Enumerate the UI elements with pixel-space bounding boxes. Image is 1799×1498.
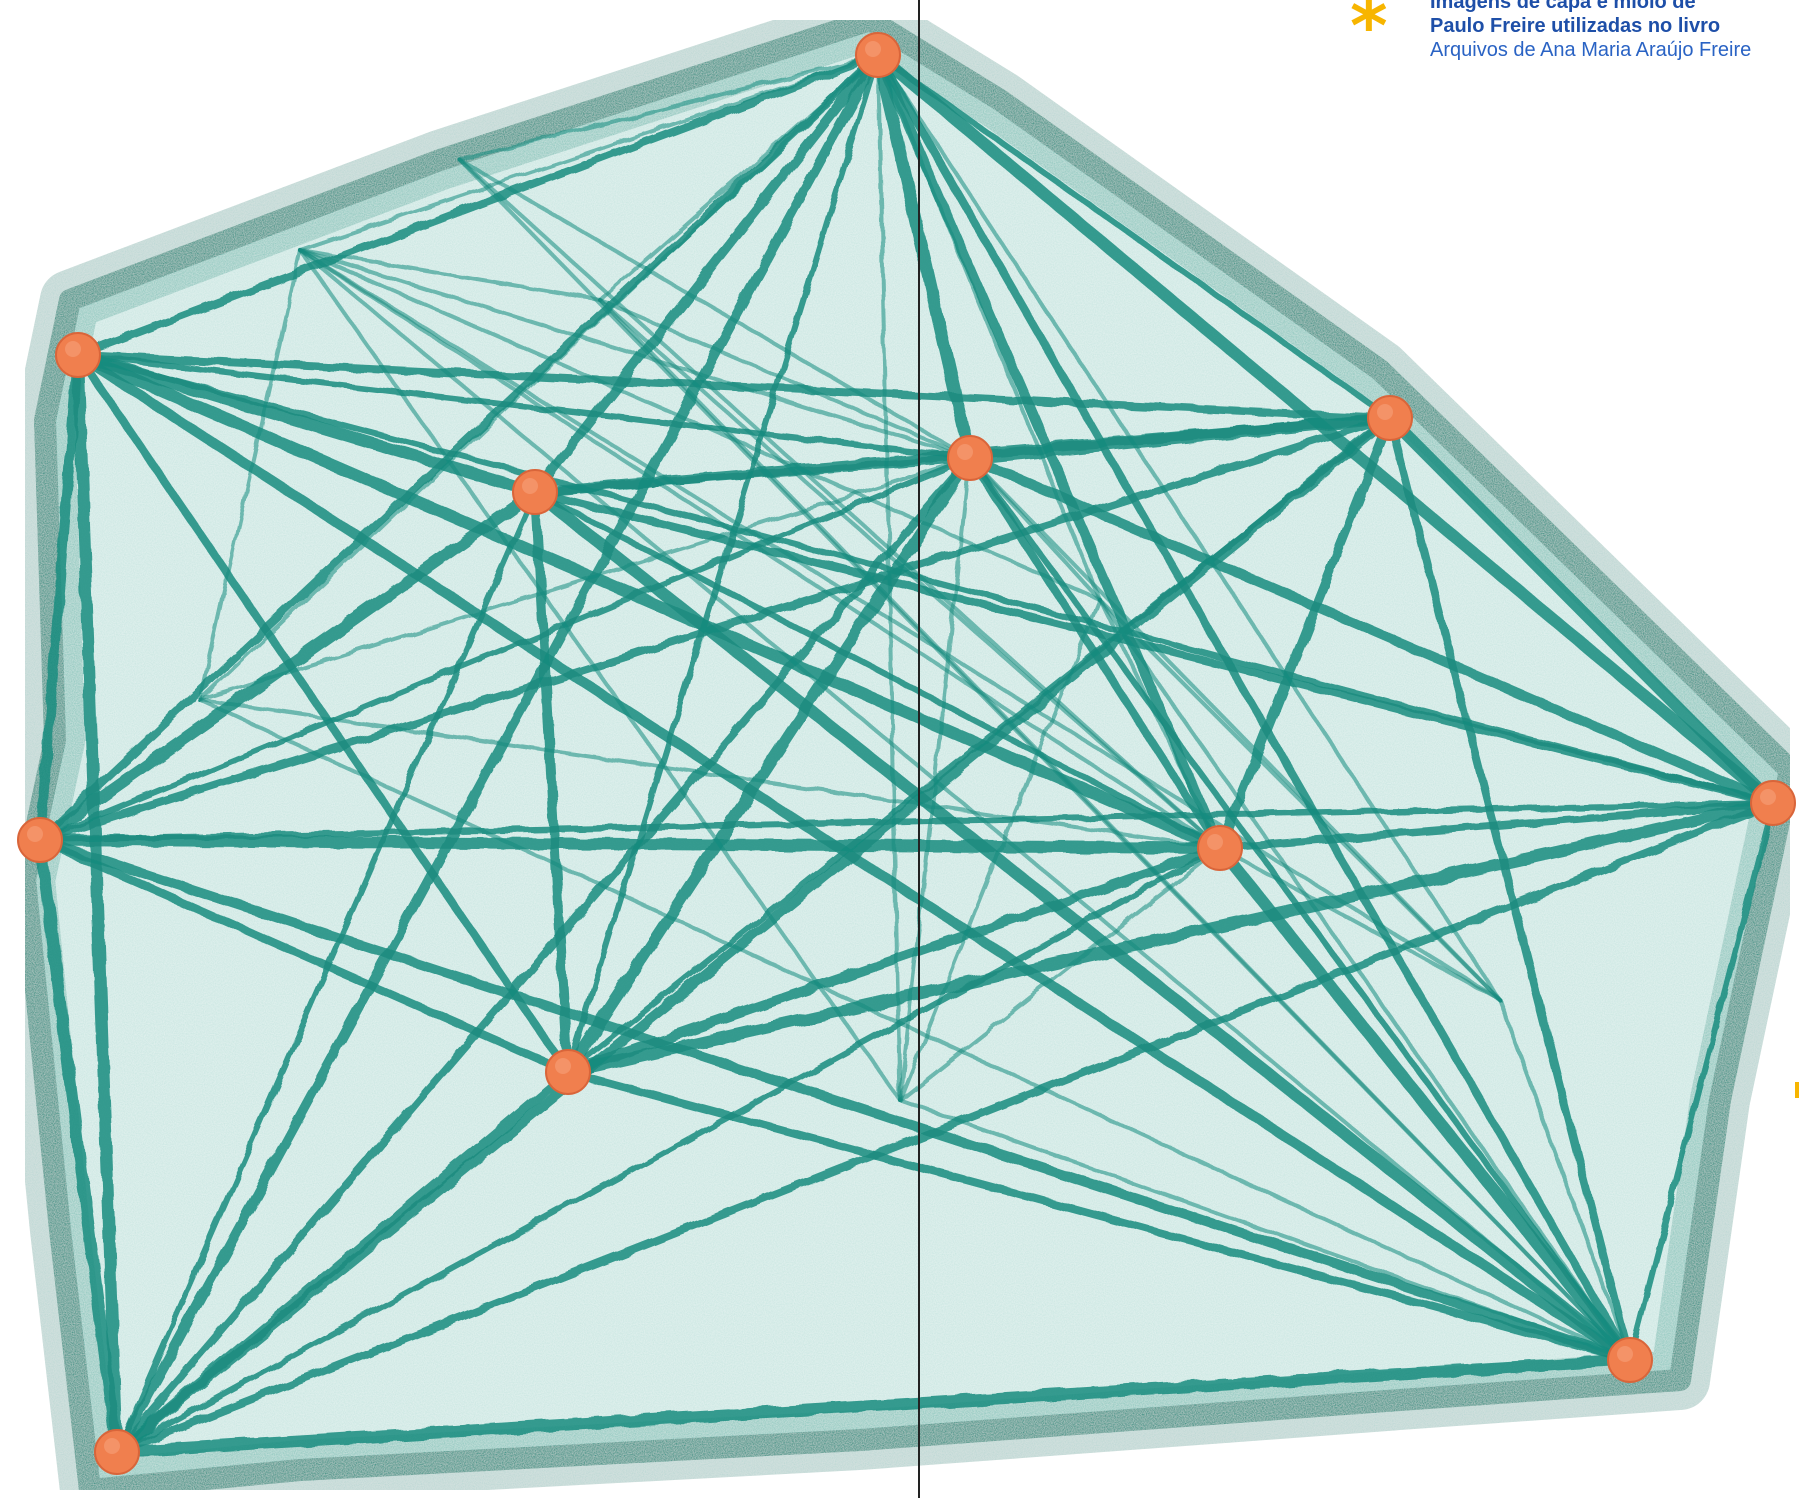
network-node-highlight <box>1377 404 1393 420</box>
network-edge <box>1098 598 1502 1002</box>
network-edge <box>872 49 976 464</box>
network-edge <box>898 1098 1632 1362</box>
network-edge <box>36 836 572 1076</box>
credit-text: Imagens de capa e miolo de Paulo Freire … <box>1430 0 1751 62</box>
network-edge <box>198 698 1222 850</box>
network-edge <box>458 53 880 162</box>
network-edge <box>114 489 538 1455</box>
network-edge <box>298 248 1102 602</box>
network-node-highlight <box>1760 789 1776 805</box>
network-edge <box>876 53 1102 602</box>
credit-line-2: Paulo Freire utilizadas no livro <box>1430 15 1721 37</box>
network-edge <box>298 53 880 252</box>
network-node-highlight <box>522 478 538 494</box>
network-nodes <box>17 32 1796 1475</box>
network-edge <box>198 248 302 702</box>
network-edge <box>598 298 972 460</box>
network-edge <box>72 349 1226 854</box>
network-edge <box>964 412 1396 464</box>
network-edge <box>198 456 972 702</box>
image-credit: * Imagens de capa e miolo de Paulo Freir… <box>1350 0 1799 70</box>
network-edge <box>898 846 1222 1102</box>
network-edge <box>598 298 1222 850</box>
network-edge <box>1216 799 1777 852</box>
network-edge <box>1627 800 1776 1363</box>
network-edge <box>298 248 1222 850</box>
network-edges <box>34 49 1779 1458</box>
network-edge <box>598 53 880 302</box>
network-edge <box>530 50 883 497</box>
network-edge <box>112 1067 573 1457</box>
network-edge <box>564 1068 1634 1364</box>
network-edge <box>112 50 883 1457</box>
network-edge <box>36 414 1394 844</box>
network-edge <box>198 698 1632 1362</box>
network-edge <box>74 51 882 359</box>
edge-mark <box>1795 1082 1799 1098</box>
network-node-highlight <box>65 341 81 357</box>
network-edge <box>1215 413 1395 853</box>
asterisk-icon: * <box>1350 0 1388 68</box>
network-edge <box>562 797 1779 1078</box>
network-edge <box>35 835 1635 1365</box>
network-edge <box>34 834 1226 854</box>
network-edge <box>1498 998 1632 1362</box>
network-edge <box>298 248 902 1102</box>
network-edge <box>113 454 974 1456</box>
network-edge <box>458 158 972 460</box>
network-edge <box>563 843 1225 1077</box>
network-edge <box>1384 412 1779 809</box>
network-edge <box>1386 414 1634 1364</box>
network-node-highlight <box>865 41 881 57</box>
network-node-highlight <box>27 826 43 842</box>
network-edge <box>458 158 1222 850</box>
network-edge <box>1098 598 1222 850</box>
network-edge <box>298 248 1632 1362</box>
network-node-highlight <box>1617 1346 1633 1362</box>
network-edge <box>74 351 572 1076</box>
network-edge <box>111 1354 1636 1458</box>
network-edge <box>876 53 1502 1002</box>
network-edge <box>35 350 83 845</box>
network-edge <box>1218 846 1502 1002</box>
network-edge <box>298 248 1502 1002</box>
network-edge <box>1214 842 1636 1366</box>
network-edge <box>565 52 881 1075</box>
network-edge <box>875 52 1393 421</box>
network-edge <box>75 352 973 461</box>
network-edge <box>874 51 1634 1364</box>
network-edge <box>965 453 1778 808</box>
network-node-highlight <box>1207 834 1223 850</box>
network-edge <box>532 489 1223 851</box>
network-edge <box>72 349 123 1458</box>
network-node-highlight <box>957 444 973 460</box>
network-edge <box>37 800 1776 843</box>
credit-line-3: Arquivos de Ana Maria Araújo Freire <box>1430 39 1752 61</box>
network-edge <box>34 834 123 1458</box>
network-node-highlight <box>555 1058 571 1074</box>
network-edge <box>898 598 1102 1102</box>
network-edge <box>298 248 602 302</box>
network-edge <box>1098 598 1632 1362</box>
network-node-highlight <box>104 1438 120 1454</box>
network-edge <box>34 486 541 846</box>
network-edge <box>598 298 1632 1362</box>
credit-line-1: Imagens de capa e miolo de <box>1430 0 1696 13</box>
network-edge <box>113 799 1777 1456</box>
network-edge <box>298 248 972 460</box>
network-edge <box>114 845 1223 1455</box>
page-fold-line <box>918 0 920 1498</box>
